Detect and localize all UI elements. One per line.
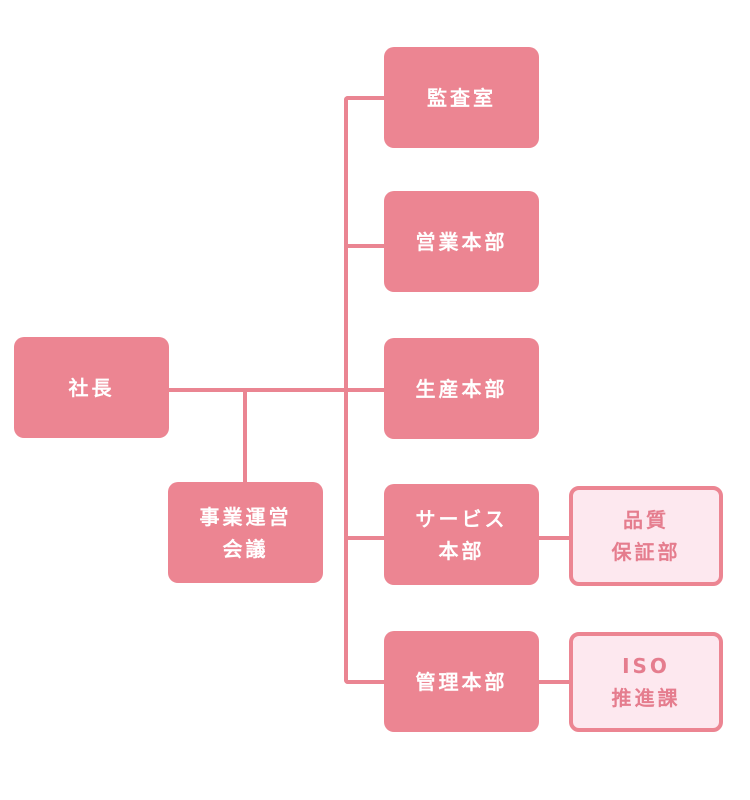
- node-quality-assurance: 品質 保証部: [569, 486, 723, 586]
- connector-to-service: [344, 536, 386, 540]
- connector-service-to-qa: [538, 536, 572, 540]
- node-service-hq: サービス 本部: [384, 484, 539, 585]
- connector-management-to-iso: [538, 680, 572, 684]
- node-iso-section: ISO 推進課: [569, 632, 723, 732]
- node-management-hq: 管理本部: [384, 631, 539, 732]
- node-business-council: 事業運営 会議: [168, 482, 323, 583]
- connector-to-production: [344, 388, 386, 392]
- node-audit-office: 監査室: [384, 47, 539, 148]
- connector-president-to-trunk: [168, 388, 348, 392]
- connector-to-management: [344, 680, 386, 684]
- connector-council-branch: [243, 390, 247, 482]
- connector-to-sales: [344, 244, 386, 248]
- connector-to-audit: [344, 96, 386, 100]
- node-production-hq: 生産本部: [384, 338, 539, 439]
- node-president: 社長: [14, 337, 169, 438]
- node-sales-hq: 営業本部: [384, 191, 539, 292]
